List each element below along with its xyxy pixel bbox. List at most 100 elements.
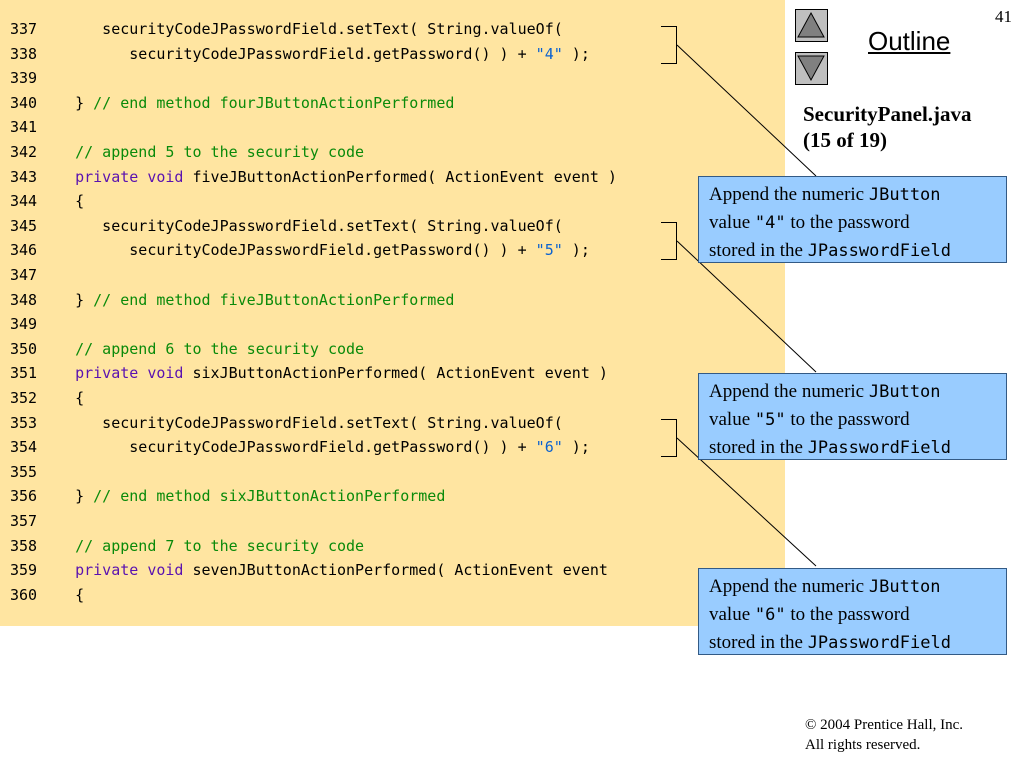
line-number: 338 — [10, 44, 38, 63]
code-line: 337 securityCodeJPasswordField.setText( … — [0, 17, 700, 41]
callout-append-4: Append the numeric JButton value "4" to … — [698, 176, 1007, 263]
code-token: // end method sixJButtonActionPerformed — [93, 487, 446, 506]
line-number: 352 — [10, 389, 38, 407]
code-line: 354 securityCodeJPasswordField.getPasswo… — [0, 435, 700, 459]
code-token: private — [48, 561, 139, 580]
code-line: 344 { — [0, 189, 700, 213]
code-line: 343 private void fiveJButtonActionPerfor… — [0, 165, 700, 189]
code-line: 358 // append 7 to the security code — [0, 534, 700, 558]
code-token: // end method fiveJButtonActionPerformed — [93, 290, 455, 309]
line-number: 347 — [10, 266, 38, 284]
code-text: securityCodeJPasswordField.getPassword()… — [48, 42, 590, 66]
code-token: } — [48, 93, 94, 112]
code-token: // append 5 to the security code — [48, 143, 365, 161]
code-line: 352 { — [0, 386, 700, 410]
line-number: 358 — [10, 536, 38, 555]
code-line: 353 securityCodeJPasswordField.setText( … — [0, 411, 700, 435]
code-token: sevenJButtonActionPerformed( ActionEvent… — [183, 561, 608, 580]
code-token: void — [147, 364, 184, 383]
line-number: 340 — [10, 93, 38, 112]
code-token: securityCodeJPasswordField.getPassword()… — [48, 438, 536, 457]
code-text: { — [48, 189, 84, 213]
line-number: 345 — [10, 216, 38, 235]
code-text: // append 5 to the security code — [48, 140, 364, 164]
code-token: { — [48, 585, 85, 604]
code-token: "6" — [535, 438, 563, 457]
code-text: securityCodeJPasswordField.setText( Stri… — [48, 214, 563, 238]
code-text: securityCodeJPasswordField.setText( Stri… — [48, 17, 563, 41]
code-text: securityCodeJPasswordField.getPassword()… — [48, 238, 590, 262]
code-token — [138, 561, 147, 579]
code-line: 345 securityCodeJPasswordField.setText( … — [0, 214, 700, 238]
code-line: 338 securityCodeJPasswordField.getPasswo… — [0, 42, 700, 66]
line-number: 341 — [10, 118, 38, 137]
code-line: 357 — [0, 509, 700, 533]
line-number: 357 — [10, 512, 38, 530]
line-number: 355 — [10, 462, 38, 481]
code-text: private void fiveJButtonActionPerformed(… — [48, 165, 617, 189]
code-token: ); — [562, 438, 590, 457]
next-slide-button[interactable] — [795, 52, 828, 85]
code-text: { — [48, 583, 84, 607]
code-line: 349 — [0, 312, 700, 336]
code-token: ); — [562, 44, 590, 63]
previous-slide-button[interactable] — [795, 9, 828, 42]
line-number: 354 — [10, 438, 38, 457]
code-token: fiveJButtonActionPerformed( ActionEvent … — [183, 167, 617, 186]
code-line: 340 } // end method fourJButtonActionPer… — [0, 91, 700, 115]
code-panel: 337 securityCodeJPasswordField.setText( … — [0, 0, 785, 626]
code-token: sixJButtonActionPerformed( ActionEvent e… — [183, 364, 608, 383]
code-token: void — [147, 167, 184, 186]
code-line: 360 { — [0, 583, 700, 607]
code-text: private void sixJButtonActionPerformed( … — [48, 361, 608, 385]
code-token: } — [48, 290, 94, 309]
code-token: "4" — [535, 44, 563, 63]
code-bracket-5 — [661, 222, 677, 260]
code-text: } // end method sixJButtonActionPerforme… — [48, 484, 445, 508]
line-number: 353 — [10, 413, 38, 432]
code-text: private void sevenJButtonActionPerformed… — [48, 558, 608, 582]
code-line: 347 — [0, 263, 700, 287]
code-line: 359 private void sevenJButtonActionPerfo… — [0, 558, 700, 582]
triangle-up-icon — [797, 11, 825, 38]
file-page-indicator: (15 of 19) — [803, 128, 887, 152]
code-line: 341 — [0, 115, 700, 139]
outline-link[interactable]: Outline — [868, 26, 951, 56]
code-token — [138, 168, 147, 186]
line-number: 342 — [10, 143, 38, 161]
code-line: 348 } // end method fiveJButtonActionPer… — [0, 288, 700, 312]
code-text: } // end method fourJButtonActionPerform… — [48, 91, 454, 115]
code-token: { — [48, 192, 85, 211]
line-number: 356 — [10, 487, 38, 506]
code-token: "5" — [535, 241, 563, 260]
code-line: 339 — [0, 66, 700, 90]
code-line: 355 — [0, 460, 700, 484]
line-number: 339 — [10, 69, 38, 88]
code-token: private — [48, 167, 139, 186]
code-token: private — [48, 364, 139, 383]
code-line: 346 securityCodeJPasswordField.getPasswo… — [0, 238, 700, 262]
code-token — [138, 364, 147, 382]
line-number: 348 — [10, 290, 38, 309]
code-token: ); — [562, 241, 590, 260]
code-line: 342 // append 5 to the security code — [0, 140, 700, 164]
line-number: 337 — [10, 20, 38, 38]
line-number: 351 — [10, 364, 38, 383]
callout-append-6: Append the numeric JButton value "6" to … — [698, 568, 1007, 655]
code-token: securityCodeJPasswordField.getPassword()… — [48, 44, 536, 63]
code-text: { — [48, 386, 84, 410]
code-token: securityCodeJPasswordField.setText( Stri… — [48, 413, 563, 432]
code-token: securityCodeJPasswordField.setText( Stri… — [48, 216, 563, 235]
code-bracket-6 — [661, 419, 677, 457]
line-number: 360 — [10, 585, 38, 604]
line-number: 343 — [10, 167, 38, 186]
code-token: // end method fourJButtonActionPerformed — [93, 93, 455, 112]
copyright: © 2004 Prentice Hall, Inc. All rights re… — [805, 717, 964, 753]
line-number: 349 — [10, 315, 38, 334]
code-text: securityCodeJPasswordField.getPassword()… — [48, 435, 590, 459]
callout-append-5: Append the numeric JButton value "5" to … — [698, 373, 1007, 460]
line-number: 350 — [10, 339, 38, 358]
code-token: { — [48, 389, 85, 407]
code-token: } — [48, 487, 94, 506]
page-number: 41 — [995, 7, 1012, 26]
